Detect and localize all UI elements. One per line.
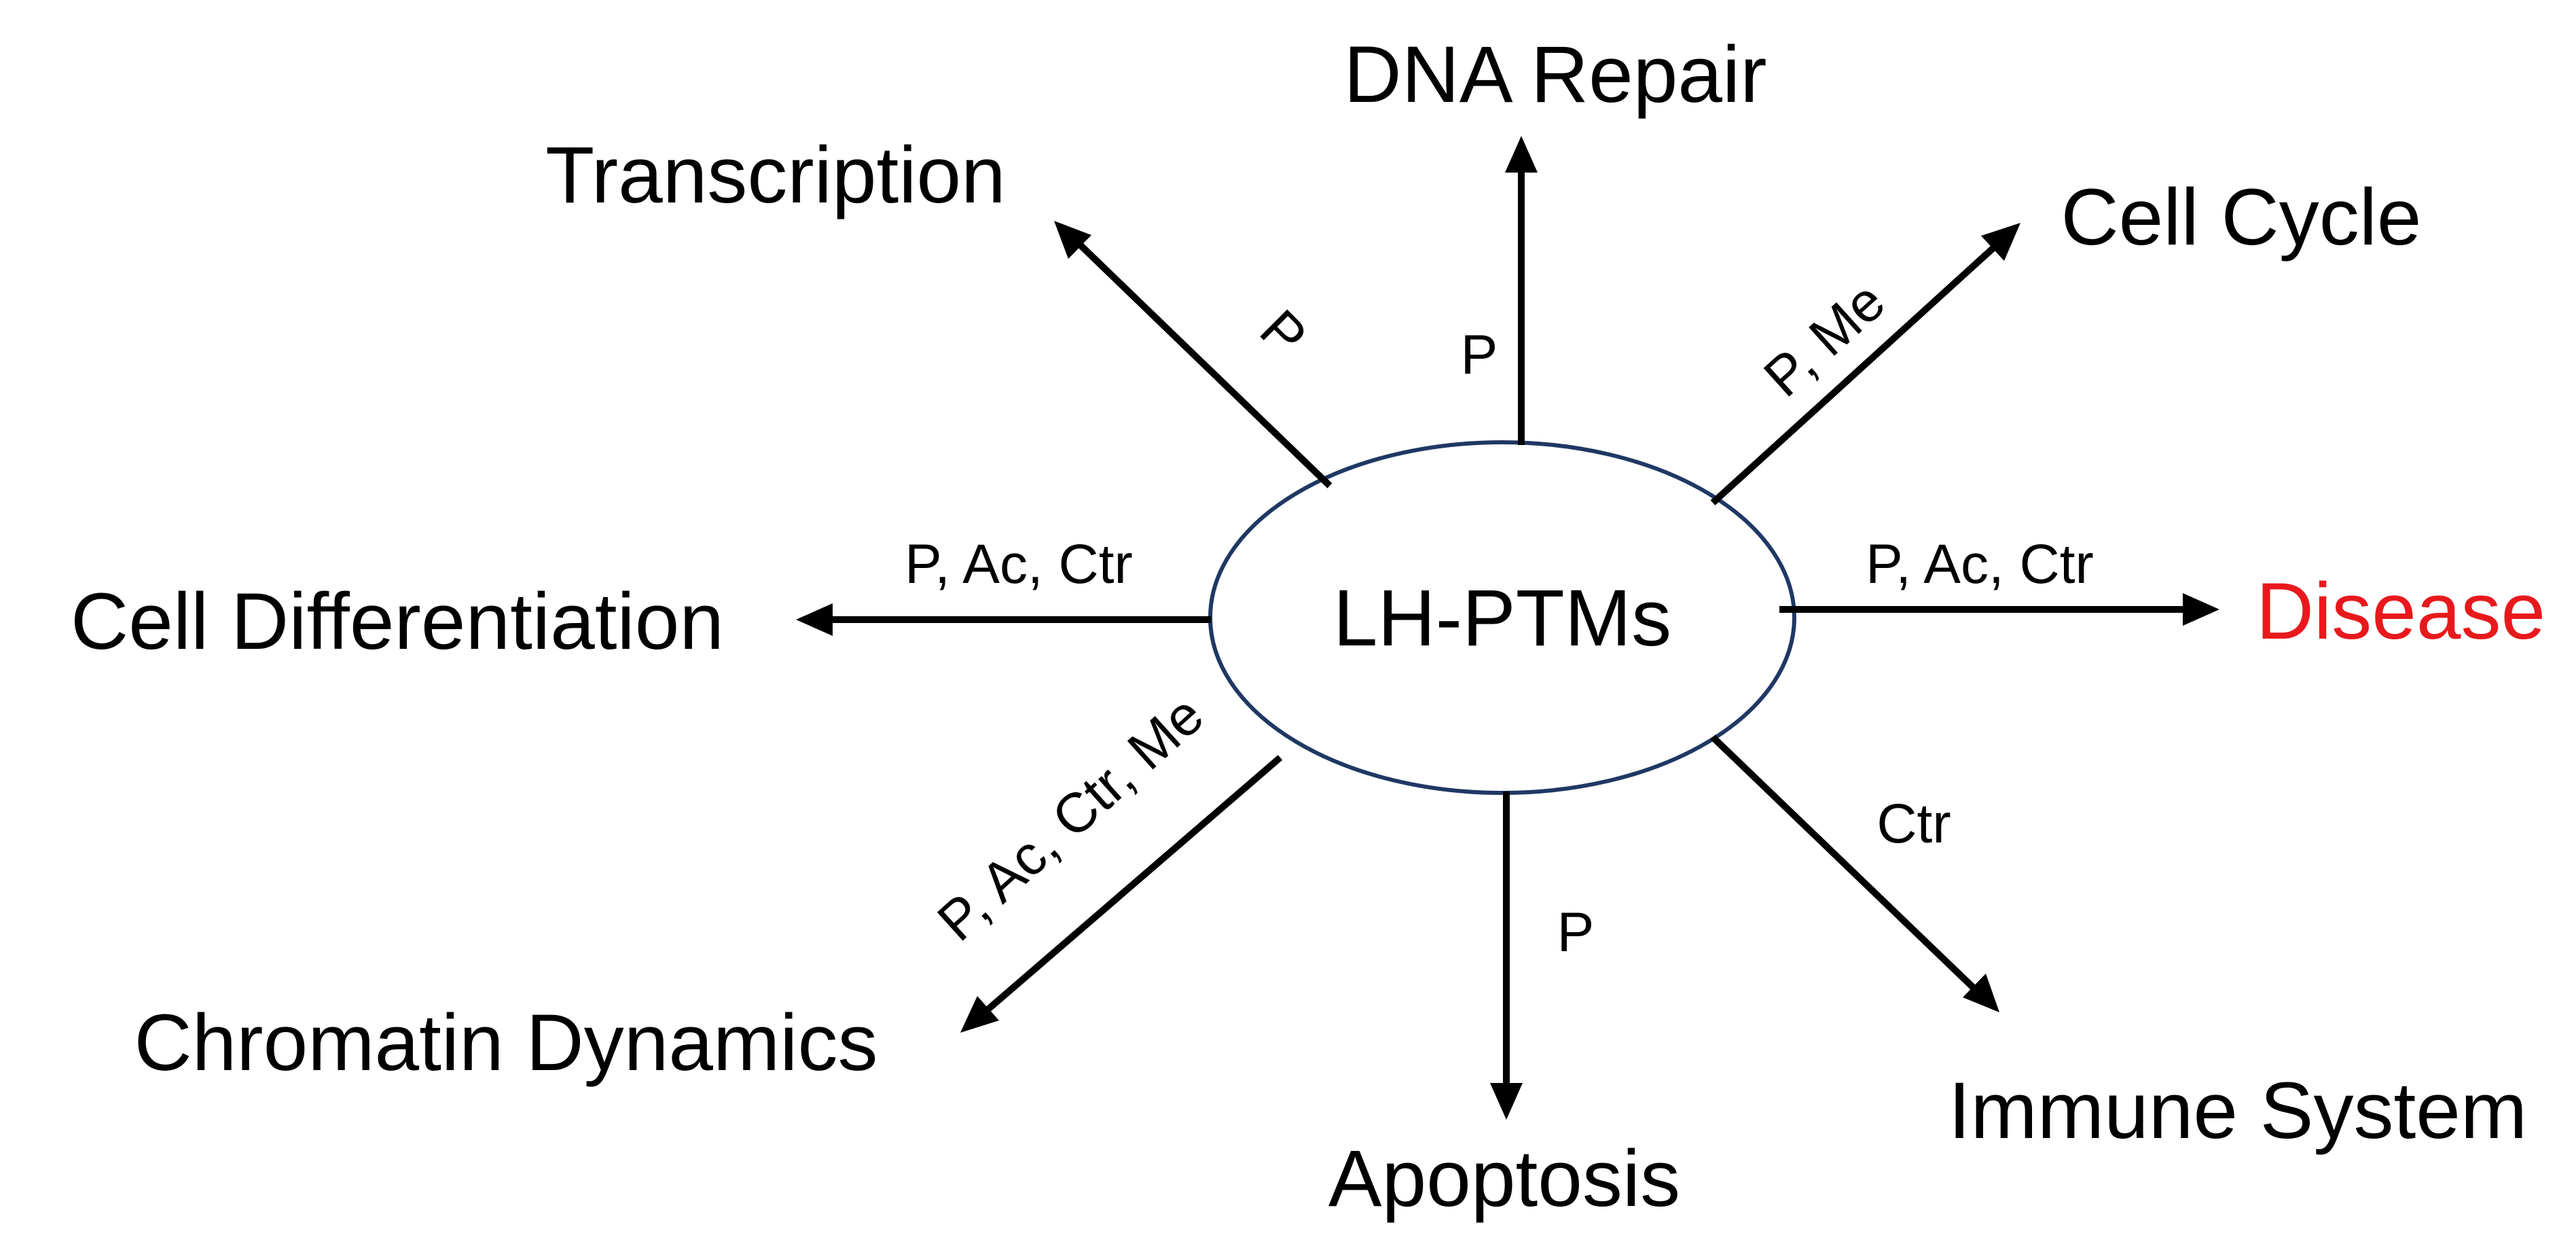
edge-label-dna-repair: P (1461, 324, 1498, 386)
node-dna-repair: DNA Repair (1343, 30, 1766, 120)
edge-label-cell-cycle: P, Me (1752, 270, 1896, 409)
center-label: LH-PTMs (1333, 573, 1671, 663)
node-immune-system: Immune System (1948, 1066, 2527, 1156)
arrow-chromatin-dynamics (960, 755, 1283, 1033)
node-cell-cycle: Cell Cycle (2061, 173, 2421, 262)
arrow-dna-repair (1505, 136, 1538, 445)
arrow-apoptosis (1490, 792, 1523, 1120)
arrow-transcription (1054, 221, 1332, 488)
node-apoptosis: Apoptosis (1328, 1134, 1680, 1224)
arrow-cell-differentiation (796, 603, 1211, 636)
edge-label-cell-differentiation: P, Ac, Ctr (905, 533, 1133, 595)
arrow-cell-cycle (1710, 223, 2020, 505)
node-cell-differentiation: Cell Differentiation (71, 577, 724, 667)
edge-label-disease: P, Ac, Ctr (1866, 533, 2094, 595)
arrow-disease (1779, 593, 2219, 626)
edge-label-apoptosis: P (1557, 902, 1595, 963)
edge-label-transcription: P (1248, 298, 1318, 368)
node-disease: Disease (2256, 567, 2545, 656)
edge-label-chromatin-dynamics: P, Ac, Ctr, Me (926, 684, 1216, 953)
node-chromatin-dynamics: Chromatin Dynamics (134, 998, 877, 1088)
edge-label-immune-system: Ctr (1876, 793, 1951, 855)
arrow-immune-system (1710, 734, 1999, 1012)
node-transcription: Transcription (545, 130, 1006, 220)
